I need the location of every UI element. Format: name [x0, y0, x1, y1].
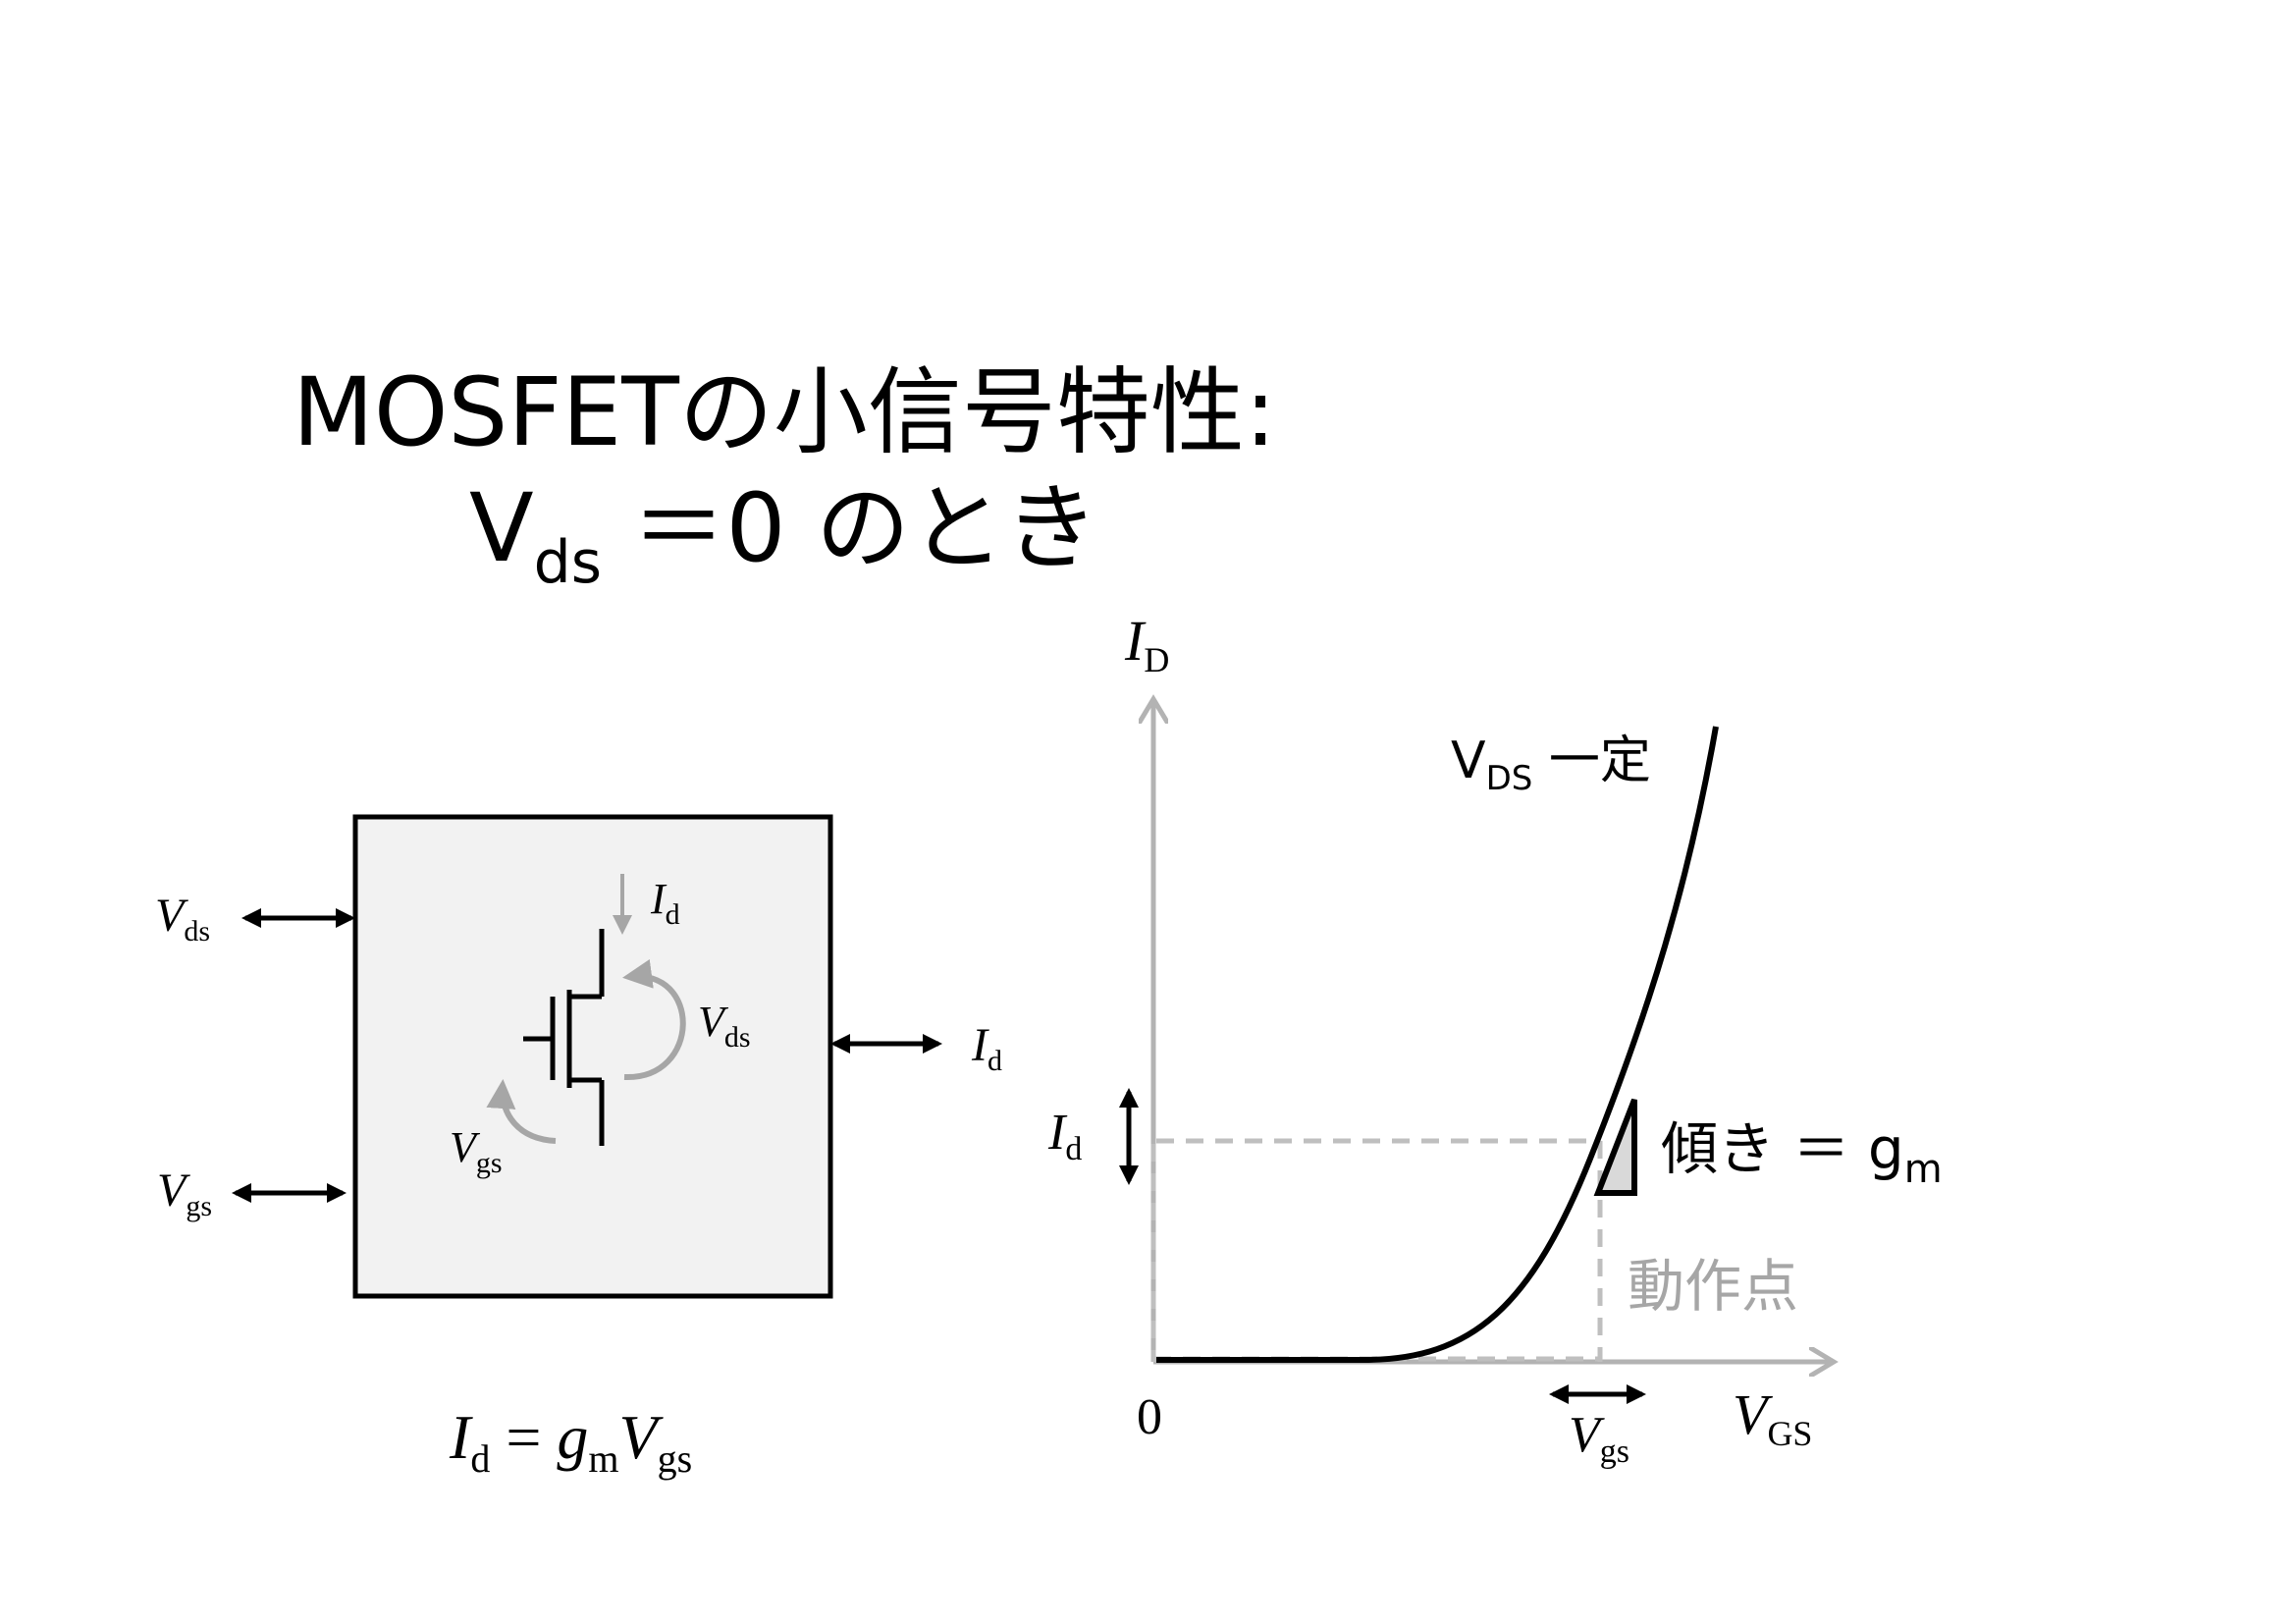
vgs-inner-arc	[486, 1079, 557, 1144]
vgs-marker-label: Vgs	[1569, 1407, 1629, 1470]
title-text: MOSFETの小信号特性:	[293, 357, 1277, 467]
vds-inner-label: Vds	[698, 998, 751, 1054]
equation: Id = gmVgs	[449, 1402, 692, 1481]
operating-point-label: 動作点	[1628, 1253, 1798, 1320]
title-v-sub: ds	[533, 528, 603, 597]
title-line-2: Vds ＝0 のとき	[469, 481, 1098, 592]
id-inner-label: Id	[650, 875, 680, 931]
id-marker-label: Id	[1047, 1105, 1082, 1167]
vds-inner-arc	[622, 958, 686, 1081]
id-vgs-curve	[1156, 726, 1719, 1363]
title-rest: ＝0 のとき	[602, 473, 1099, 583]
vgs-left-label: Vgs	[157, 1164, 212, 1222]
mosfet-symbol	[523, 929, 605, 1146]
y-axis-label: ID	[1124, 609, 1169, 679]
title-line-1: MOSFETの小信号特性:	[293, 365, 1276, 460]
x-axis-label: VGS	[1733, 1382, 1812, 1453]
curve-label: VDS 一定	[1451, 731, 1651, 798]
origin-label: 0	[1137, 1389, 1162, 1445]
vgs-inner-label: Vgs	[450, 1123, 503, 1179]
slope-triangle	[1593, 1098, 1637, 1196]
slope-label: 傾き ＝ gm	[1661, 1115, 1943, 1192]
transistor-block	[352, 814, 833, 1299]
title-v: V	[469, 473, 534, 583]
vds-left-label: Vds	[155, 890, 210, 947]
id-right-label: Id	[971, 1019, 1002, 1077]
